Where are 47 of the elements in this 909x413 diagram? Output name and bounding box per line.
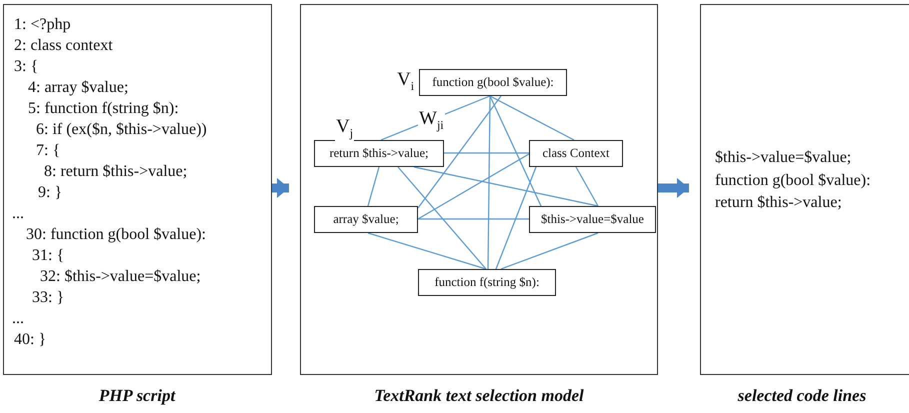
code-line: ...: [12, 309, 24, 329]
graph-edge: [398, 166, 486, 270]
code-text: $this->value=$value: [541, 212, 644, 227]
graph-edge: [444, 152, 529, 154]
code-line: 32: $this->value=$value;: [40, 267, 201, 287]
code-line: 3: {: [14, 57, 38, 77]
code-text: return $this->value;: [329, 146, 429, 161]
code-line: 1: <?php: [14, 15, 71, 35]
panel-caption: selected code lines: [738, 386, 866, 405]
graph-edge: [495, 166, 537, 270]
graph-edge: [490, 95, 574, 141]
block-arrow: [658, 178, 689, 198]
panel-caption: PHP script: [98, 386, 176, 405]
code-line: return $this->value;: [715, 193, 842, 213]
code-line: 33: }: [32, 288, 64, 308]
graph-edge: [418, 153, 530, 220]
code-line: 8: return $this->value;: [44, 162, 188, 182]
code-text: function g(bool $value):: [432, 75, 554, 90]
code-text: function f(string $n):: [434, 275, 540, 290]
code-line: 9: }: [38, 183, 62, 203]
code-line: 30: function g(bool $value):: [26, 225, 206, 245]
code-text: array $value;: [333, 212, 399, 227]
block-arrow: [272, 178, 289, 198]
code-line: 6: if (ex($n, $this->value)): [36, 120, 207, 140]
graph-edge: [575, 166, 599, 206]
code-line: 4: array $value;: [28, 78, 128, 98]
code-line: function g(bool $value):: [715, 170, 871, 190]
code-line: 31: {: [32, 246, 64, 266]
panel-caption: TextRank text selection model: [374, 386, 584, 405]
graph-edge: [367, 166, 380, 206]
graph-edge: [500, 232, 598, 270]
code-line: 5: function f(string $n):: [28, 99, 179, 119]
code-line: 7: {: [36, 141, 60, 161]
panel: [300, 4, 658, 375]
graph-edge: [418, 218, 529, 220]
panel: [3, 4, 272, 375]
panel: [700, 4, 909, 375]
graph-edge: [487, 96, 491, 269]
code-line: 40: }: [14, 330, 46, 350]
graph-edge: [489, 96, 542, 206]
graph-edge: [368, 232, 486, 270]
code-line: 2: class context: [14, 36, 113, 56]
graph-edge: [418, 96, 502, 208]
code-line: ...: [12, 204, 24, 224]
code-text: class Context: [542, 146, 610, 161]
graph-edge: [414, 166, 598, 207]
code-line: $this->value=$value;: [715, 148, 852, 168]
